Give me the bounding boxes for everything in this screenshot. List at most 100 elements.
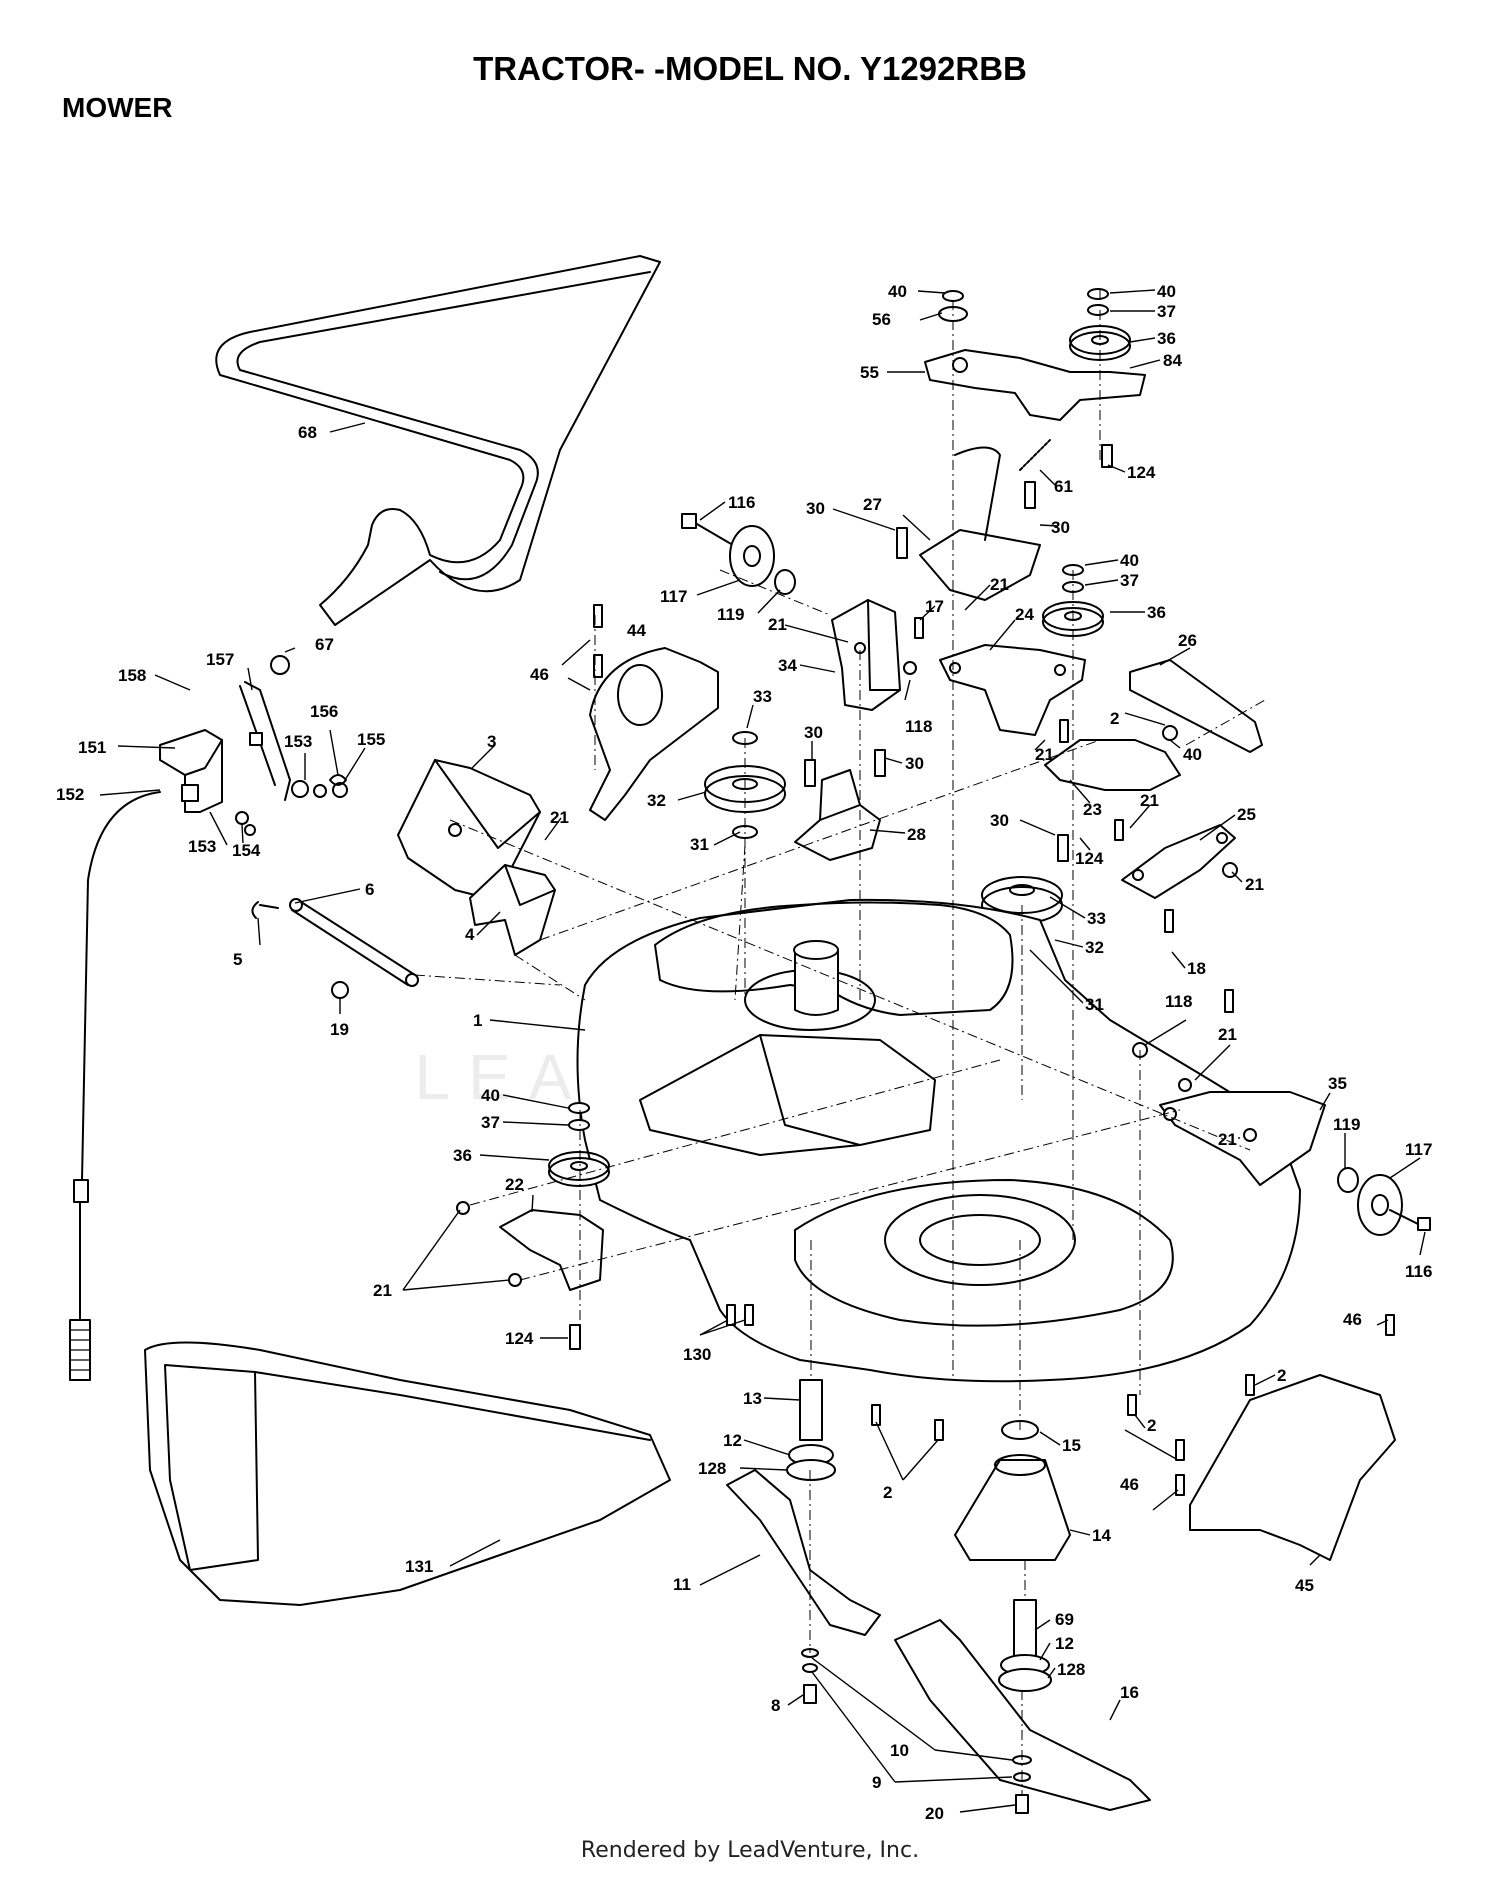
callout: 36 (1147, 603, 1166, 622)
footer-credit: Rendered by LeadVenture, Inc. (580, 1838, 920, 1863)
callout: 15 (1062, 1436, 1081, 1455)
callout: 19 (330, 1020, 349, 1039)
callout: 26 (1178, 631, 1197, 650)
drive-belt-68 (215, 255, 661, 626)
callout: 151 (78, 738, 106, 757)
callout: 28 (907, 825, 926, 844)
callout: 20 (925, 1804, 944, 1823)
callout: 61 (1054, 477, 1073, 496)
callout: 40 (1157, 282, 1176, 301)
callout: 32 (647, 791, 666, 810)
callout: 40 (1183, 745, 1202, 764)
callout: 21 (768, 615, 787, 634)
leader-lines (99, 289, 1426, 1813)
callout: 153 (188, 837, 216, 856)
bracket-24 (939, 644, 1086, 736)
callout: 156 (310, 702, 338, 721)
callout: 118 (905, 717, 932, 736)
callout: 2 (1110, 709, 1119, 728)
callout: 21 (1245, 875, 1264, 894)
callout: 14 (1092, 1526, 1111, 1545)
belt-guard-44 (589, 647, 719, 821)
callout: 131 (405, 1557, 433, 1576)
callout: 30 (990, 811, 1009, 830)
callout: 10 (890, 1741, 909, 1760)
bracket-22 (456, 1201, 604, 1291)
rail-26 (1129, 659, 1263, 753)
callout: 119 (1333, 1115, 1360, 1134)
callout: 128 (698, 1459, 726, 1478)
nut-19 (331, 981, 349, 999)
callout: 158 (118, 666, 146, 685)
callout: 44 (627, 621, 646, 640)
callout: 32 (1085, 938, 1104, 957)
callout: 21 (1218, 1025, 1237, 1044)
callout: 33 (753, 687, 772, 706)
callout: 11 (673, 1575, 691, 1594)
callout: 117 (1405, 1140, 1432, 1159)
callout: 35 (1328, 1074, 1347, 1093)
pulley-36-left (548, 1102, 610, 1187)
callout: 2 (883, 1483, 892, 1502)
callout: 116 (728, 493, 755, 512)
callout: 23 (1083, 800, 1102, 819)
callout: 154 (232, 841, 261, 860)
callout: 84 (1163, 351, 1182, 370)
callout: 46 (1343, 1310, 1362, 1329)
callout: 119 (717, 605, 744, 624)
idler-pulley-36-top (938, 288, 1131, 361)
callout: 37 (1157, 302, 1176, 321)
callout: 34 (778, 656, 797, 675)
gauge-wheel-117-upper (681, 513, 796, 595)
lever-hardware (235, 774, 348, 836)
callout: 1 (473, 1011, 482, 1030)
bracket-34 (831, 599, 917, 711)
callout: 21 (550, 808, 569, 827)
callout: 67 (315, 635, 334, 654)
callout: 21 (1035, 745, 1054, 764)
callout: 116 (1405, 1262, 1432, 1281)
callout: 18 (1187, 959, 1206, 978)
lift-lever-157 (239, 655, 291, 801)
callout: 36 (453, 1146, 472, 1165)
discharge-chute-131 (144, 1341, 671, 1606)
callout-labels: 40 56 40 37 36 84 55 124 68 61 116 30 27… (56, 282, 1432, 1823)
belt-guard-45 (1189, 1374, 1396, 1561)
callout: 27 (863, 495, 882, 514)
callout: 124 (1075, 849, 1104, 868)
callout: 6 (365, 880, 374, 899)
arm-25 (1121, 824, 1238, 899)
callout: 37 (1120, 571, 1139, 590)
callout: 2 (1277, 1366, 1286, 1385)
callout: 3 (487, 732, 496, 751)
callout: 25 (1237, 805, 1256, 824)
callout: 155 (357, 730, 385, 749)
callout: 30 (905, 754, 924, 773)
callout: 128 (1057, 1660, 1085, 1679)
callout: 2 (1147, 1416, 1156, 1435)
callout: 40 (1120, 551, 1139, 570)
callout: 40 (481, 1086, 500, 1105)
bracket-35 (1132, 1042, 1326, 1186)
callout: 37 (481, 1113, 500, 1132)
callout: 17 (925, 597, 944, 616)
callout: 31 (1085, 995, 1104, 1014)
callout: 4 (465, 925, 475, 944)
callout: 30 (804, 723, 823, 742)
callout: 22 (505, 1175, 524, 1194)
callout: 9 (872, 1773, 881, 1792)
callout: 5 (233, 950, 242, 969)
callout: 124 (505, 1329, 534, 1348)
callout: 33 (1087, 909, 1106, 928)
callout: 45 (1295, 1576, 1314, 1595)
blade-11 (726, 1469, 881, 1636)
callout: 21 (1140, 791, 1159, 810)
callout: 21 (373, 1281, 392, 1300)
callout: 30 (806, 499, 825, 518)
spindle-13 (786, 1379, 836, 1481)
callout: 21 (1218, 1130, 1237, 1149)
section-title: MOWER (62, 92, 173, 123)
callout: 16 (1120, 1683, 1139, 1702)
callout: 31 (690, 835, 709, 854)
